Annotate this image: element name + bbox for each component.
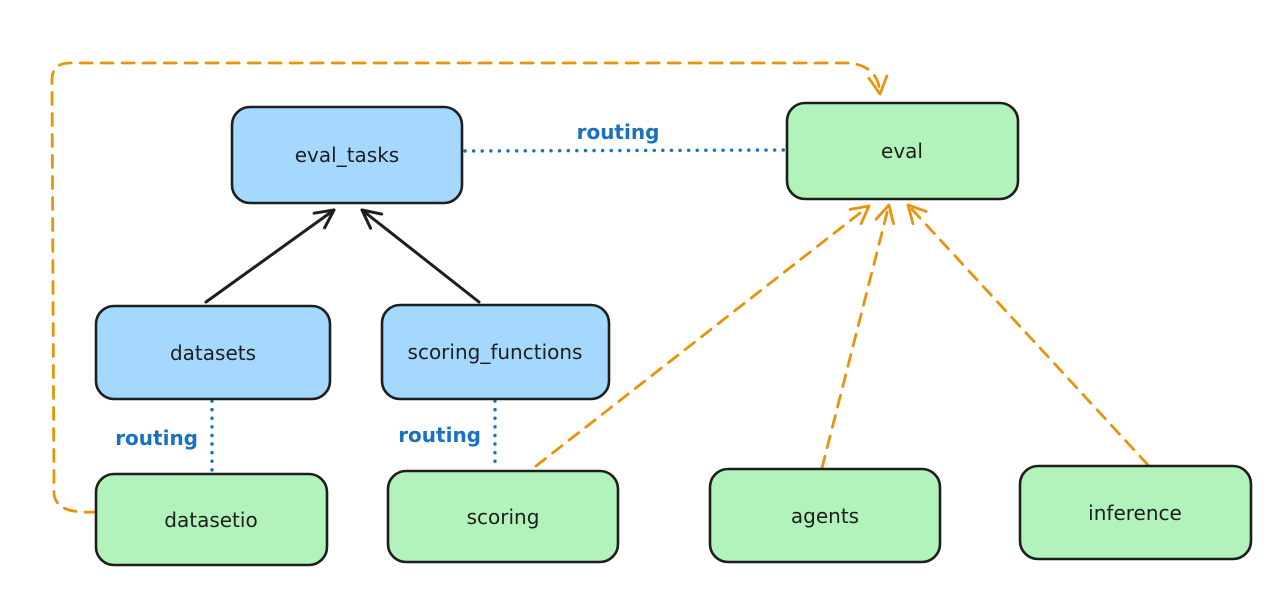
node-datasetio: datasetio — [94, 472, 329, 567]
node-inference-label: inference — [1088, 501, 1182, 525]
node-agents-label: agents — [791, 504, 859, 528]
node-scoring: scoring — [386, 469, 620, 564]
edge-agents-to-eval — [820, 203, 895, 470]
node-scoring-label: scoring — [467, 505, 540, 529]
edge-scoring-functions-to-eval-tasks — [360, 208, 481, 304]
node-inference-box — [1018, 464, 1253, 561]
edge-inference-to-eval — [906, 203, 1150, 467]
routing-label-scoring: routing — [398, 423, 481, 447]
node-datasets-box — [94, 304, 332, 401]
node-datasets-label: datasets — [170, 341, 256, 365]
node-eval-tasks-label: eval_tasks — [295, 143, 399, 167]
node-scoring-box — [386, 469, 620, 564]
node-eval-tasks-box — [230, 105, 464, 205]
edge-datasets-to-eval-tasks — [204, 208, 336, 304]
routing-label-top: routing — [577, 120, 660, 144]
node-agents: agents — [708, 467, 942, 564]
node-eval-label: eval — [881, 139, 923, 163]
edge-eval-tasks-to-eval-routing — [463, 148, 787, 153]
node-scoring-functions-box — [380, 303, 611, 401]
node-datasets: datasets — [94, 304, 332, 401]
edge-scoring-to-eval — [534, 204, 871, 468]
edge-datasetio-to-eval — [50, 61, 889, 514]
node-scoring-functions: scoring_functions — [380, 303, 611, 401]
node-eval-box — [785, 101, 1020, 201]
node-eval: eval — [785, 101, 1020, 201]
node-datasetio-label: datasetio — [164, 508, 257, 532]
node-scoring-functions-label: scoring_functions — [408, 340, 583, 364]
node-inference: inference — [1018, 464, 1253, 561]
node-eval-tasks: eval_tasks — [230, 105, 464, 205]
routing-label-datasetio: routing — [115, 426, 198, 450]
node-agents-box — [708, 467, 942, 564]
node-datasetio-box — [94, 472, 329, 567]
